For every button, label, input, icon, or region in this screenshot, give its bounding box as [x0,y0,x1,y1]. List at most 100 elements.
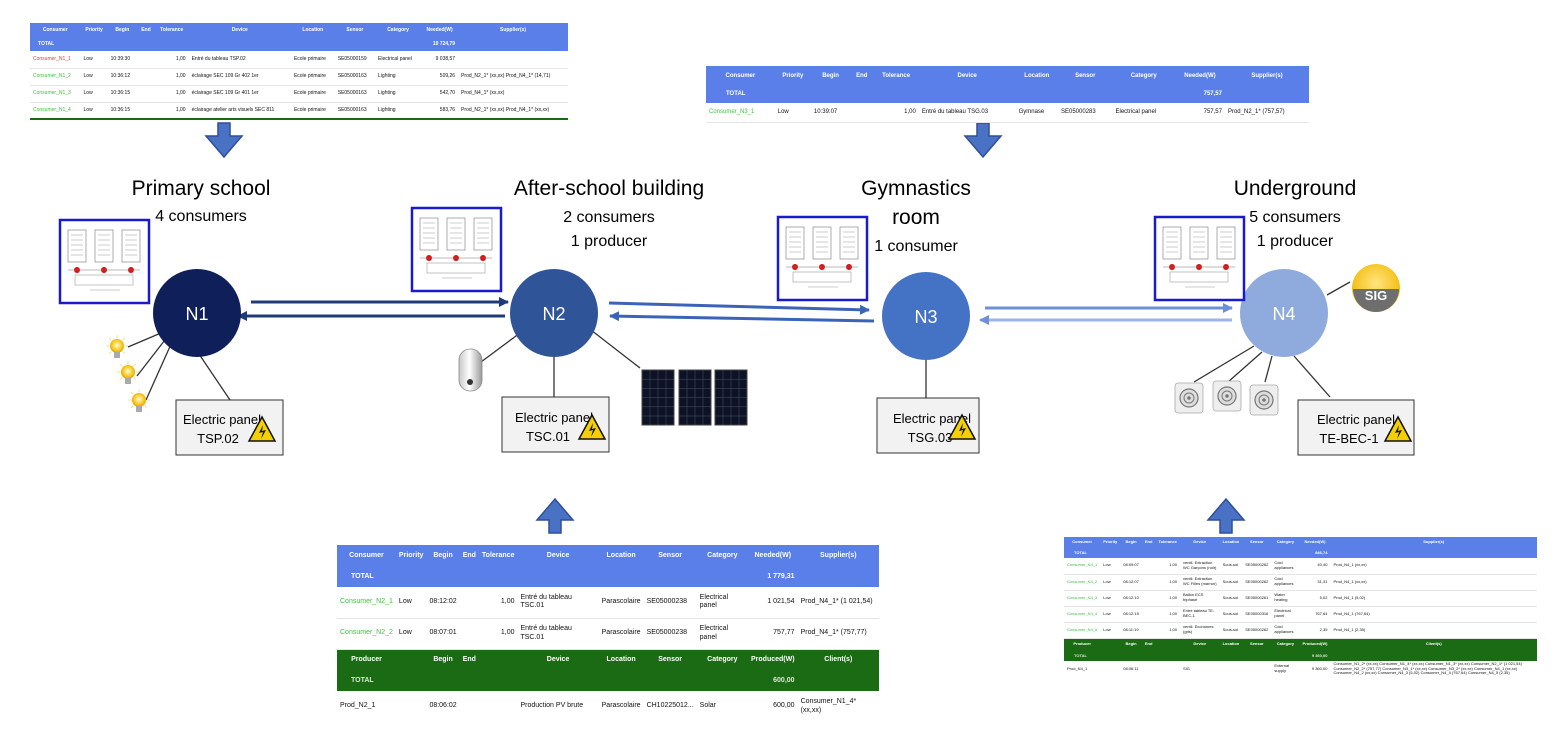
table-cell [1224,85,1309,103]
panel-n2-label: Electric panel [515,410,593,425]
panel-n3-label: Electric panel [893,411,971,426]
column-header: Supplier(s) [1224,66,1309,85]
table-cell: 08:11:19 [1120,622,1142,639]
table-cell [1330,651,1537,661]
table-cell: 10:36:15 [107,85,138,103]
consumer-link[interactable]: Consumer_N1_3 [30,85,81,103]
table-cell: Solar [699,702,716,710]
table-cell: 542,70 [421,85,459,103]
column-header: Produced(W) [1299,638,1331,651]
table-cell: Electrical panel [696,618,748,650]
link-n2-n3 [608,301,870,315]
table-cell: ventil. Extraction WC Filles (marron) [1180,574,1220,591]
total-label: TOTAL [1064,651,1101,661]
column-header: End [1141,537,1156,548]
table-cell: 08:07:01 [426,618,460,650]
consumer-link[interactable]: Consumer_N1_4 [30,102,81,120]
consumer-link[interactable]: Consumer_N4_3 [1064,590,1101,607]
ventilation-fan-icon [1174,382,1204,414]
table-cell [1100,661,1120,677]
ventilation-fan-icon [1212,380,1242,412]
table-cell: Low [80,68,108,86]
table-cell: 1,00 [478,587,518,619]
column-header: Tolerance [1155,537,1181,548]
table-cell: SE05000316 [1242,606,1272,623]
column-header: Supplier(s) [1330,537,1537,548]
consumer-link[interactable]: Consumer_N3_1 [706,103,775,123]
column-header: Needed(W) [748,545,798,567]
total-label: TOTAL [30,37,81,51]
table-cell [396,691,427,722]
sig-logo-text: SIG [1365,288,1387,303]
column-header: Produced(W) [748,649,798,671]
column-header: Priority [1100,537,1121,548]
column-header: Device [918,66,1016,85]
table-cell [1100,548,1300,558]
light-bulb-icon [106,335,128,358]
table-cell: Electrical panel [696,587,748,619]
light-bulb-icon [128,389,150,412]
table-cell: 757,57 [1174,103,1225,123]
high-voltage-warning-icon [1383,415,1413,442]
consumer-link[interactable]: Consumer_N4_1 [1064,558,1101,575]
table-cell [1220,661,1243,677]
consumer-link[interactable]: Consumer_N4_2 [1064,574,1101,591]
table-cell: 10:39:07 [810,103,851,123]
n4-title: Underground [1234,177,1357,200]
n2-count-1: 2 consumers [563,209,655,226]
table-cell: Prod_N2_1 [340,702,376,710]
total-value: 757,57 [1174,85,1225,103]
n4-count-2: 1 producer [1257,233,1334,250]
table-cell: Entré du tableau TSC.01 [517,618,599,650]
total-label: TOTAL [337,671,396,691]
table-cell: 1,00 [154,85,189,103]
column-header: Consumer [30,23,81,37]
table-cell: Sous-sol [1219,574,1243,591]
column-header: Priority [80,23,108,37]
mini-diagram-thumbnail [1153,215,1246,302]
column-header: Category [1271,638,1300,651]
column-header: Needed(W) [421,23,459,37]
table-cell: 08:06:11 [1123,665,1139,671]
consumer-link[interactable]: Consumer_N4_4 [1064,606,1101,623]
panel-n1-name: TSP.02 [197,431,239,446]
consumer-link[interactable]: Consumer_N1_1 [30,51,81,69]
node-n4-label: N4 [1272,304,1295,324]
table-cell: Prod_N4_1 (767,64) [1330,606,1537,623]
n2-title: After-school building [514,177,704,200]
total-value: 9 360,00 [1299,651,1331,661]
table-cell [395,671,748,691]
table-cell [458,51,568,69]
table-cell: Low [80,85,108,103]
table-cell [1141,574,1156,591]
column-header: Location [290,23,335,37]
column-header: End [1141,638,1156,651]
column-header: Category [375,23,422,37]
column-header: Device [188,23,291,37]
table-cell: 31,31 [1299,574,1331,591]
table-cell: Lighting [375,85,422,103]
table-cell [395,567,748,587]
table-cell: SE05000159 [334,51,376,69]
light-bulb-icon [117,361,139,384]
table-cell: Prod_N2_1* (757,57) [1224,103,1309,123]
table-cell: 1,00 [1155,574,1181,591]
total-value: 600,00 [748,671,798,691]
node-n4 [1240,269,1328,357]
table-cell: Gymnase [1015,103,1058,123]
consumer-link[interactable]: Consumer_N1_2 [30,68,81,86]
consumer-link[interactable]: Consumer_N4_5 [1064,622,1101,639]
table-cell: Cold appliances [1271,574,1300,591]
n3-title-1: Gymnastics [861,177,971,200]
table-cell: Electrical panel [375,51,422,69]
table-cell: Lighting [375,102,422,120]
consumer-link[interactable]: Consumer_N2_1 [337,587,396,619]
table-cell: 10:36:12 [107,68,138,86]
consumer-link[interactable]: Consumer_N2_2 [337,618,396,650]
column-header: End [459,545,479,567]
